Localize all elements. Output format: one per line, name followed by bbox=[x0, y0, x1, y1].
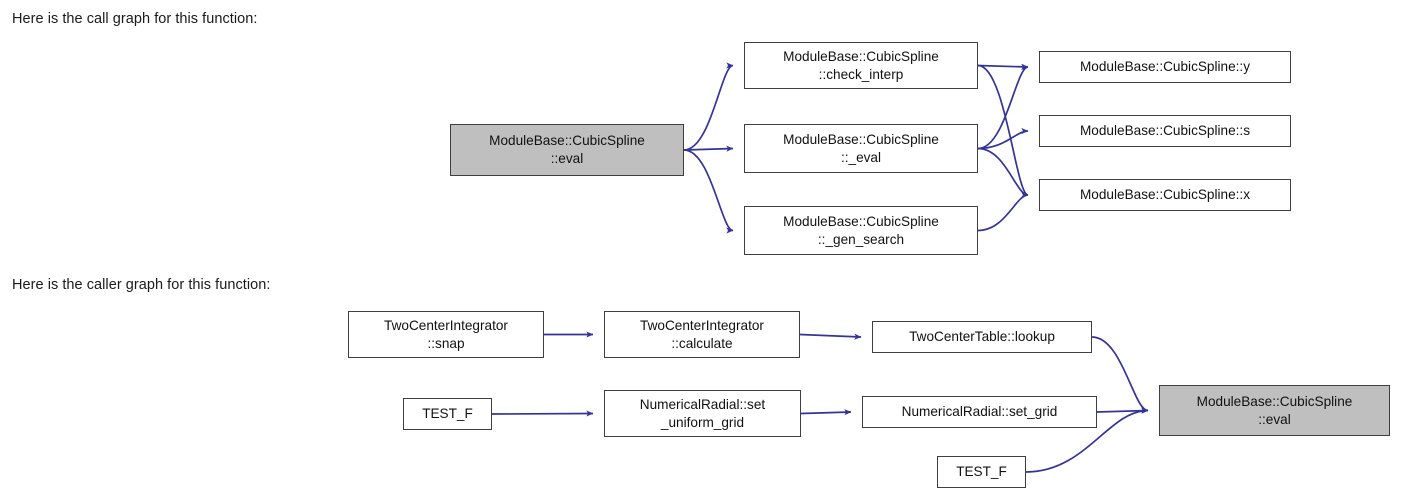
graph-edge-calculate-to-lookup bbox=[799, 333, 862, 340]
caller-graph-caption: Here is the caller graph for this functi… bbox=[12, 277, 271, 293]
graph-edge-test-f-1-to-set-uniform-grid bbox=[491, 410, 594, 417]
graph-node-test-f-2[interactable]: TEST_F bbox=[937, 456, 1026, 488]
graph-edge-eval-to-gen-search bbox=[683, 149, 734, 234]
graph-edge-eval-to-eval bbox=[683, 145, 734, 152]
graph-edge-gen-search-to-x bbox=[977, 191, 1029, 232]
graph-node-eval[interactable]: ModuleBase::CubicSpline ::eval bbox=[450, 124, 684, 176]
graph-edge-eval-to-y bbox=[977, 63, 1029, 150]
graph-edge-set-uniform-grid-to-set-grid bbox=[800, 409, 852, 416]
graph-edge-lookup-to-eval-target bbox=[1091, 336, 1149, 414]
graph-node-eval[interactable]: ModuleBase::CubicSpline ::_eval bbox=[744, 124, 978, 173]
graph-edge-eval-to-x bbox=[977, 147, 1029, 199]
graph-node-check-interp[interactable]: ModuleBase::CubicSpline ::check_interp bbox=[744, 42, 978, 89]
graph-node-set-grid[interactable]: NumericalRadial::set_grid bbox=[862, 396, 1097, 428]
graph-node-s[interactable]: ModuleBase::CubicSpline::s bbox=[1039, 115, 1291, 147]
graph-edge-check-interp-to-x bbox=[977, 64, 1029, 199]
graph-node-calculate[interactable]: TwoCenterIntegrator ::calculate bbox=[604, 311, 800, 358]
graph-node-lookup[interactable]: TwoCenterTable::lookup bbox=[872, 321, 1092, 353]
graph-edge-eval-to-s bbox=[977, 127, 1029, 150]
graph-node-test-f-1[interactable]: TEST_F bbox=[403, 398, 492, 430]
graph-node-eval-target[interactable]: ModuleBase::CubicSpline ::eval bbox=[1159, 385, 1390, 436]
graph-edge-eval-to-check-interp bbox=[683, 62, 734, 151]
call-graph-caption: Here is the call graph for this function… bbox=[12, 11, 258, 27]
graph-node-y[interactable]: ModuleBase::CubicSpline::y bbox=[1039, 51, 1291, 83]
graph-edge-check-interp-to-y bbox=[977, 63, 1029, 70]
graph-node-set-uniform-grid[interactable]: NumericalRadial::set _uniform_grid bbox=[604, 390, 801, 437]
graph-edge-set-grid-to-eval-target bbox=[1096, 407, 1149, 414]
graph-node-snap[interactable]: TwoCenterIntegrator ::snap bbox=[348, 311, 544, 358]
graph-node-x[interactable]: ModuleBase::CubicSpline::x bbox=[1039, 179, 1291, 211]
graph-node-gen-search[interactable]: ModuleBase::CubicSpline ::_gen_search bbox=[744, 206, 978, 255]
